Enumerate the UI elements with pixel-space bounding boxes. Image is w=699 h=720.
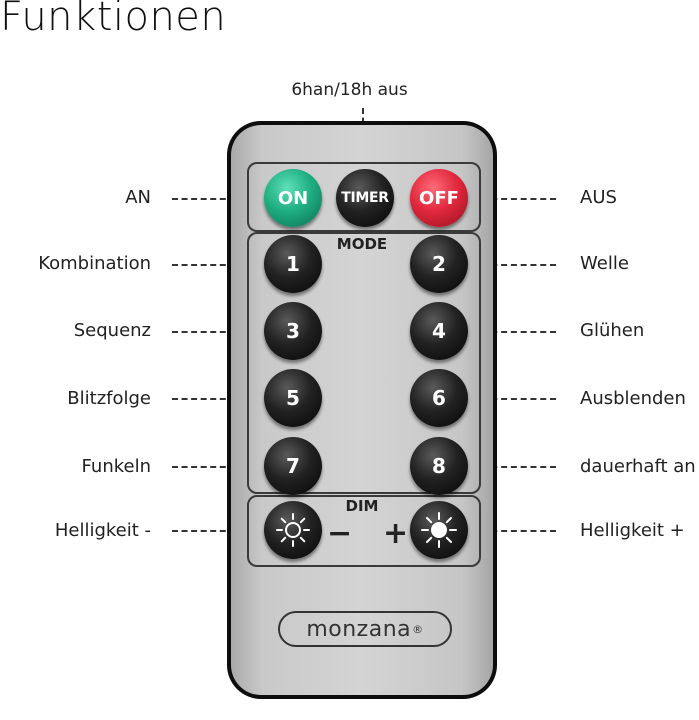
leader-line-kombination <box>172 264 264 266</box>
leader-line-sequenz <box>172 331 264 333</box>
label-ausblenden: Ausblenden <box>580 388 686 409</box>
mode-button-2[interactable]: 2 <box>410 235 468 293</box>
mode-button-3[interactable]: 3 <box>264 302 322 360</box>
mode-button-6[interactable]: 6 <box>410 369 468 427</box>
label-an: AN <box>125 187 151 208</box>
remote-face: MODE DIM ON TIMER OFF 1 2 3 4 5 6 7 8 <box>231 125 493 695</box>
off-button[interactable]: OFF <box>410 169 468 227</box>
timer-button[interactable]: TIMER <box>336 169 394 227</box>
mode-button-7[interactable]: 7 <box>264 437 322 495</box>
dim-minus-sign: − <box>327 516 353 551</box>
label-gluehen: Glühen <box>580 320 645 341</box>
label-aus: AUS <box>580 187 617 208</box>
leader-line-blitzfolge <box>172 398 264 400</box>
label-welle: Welle <box>580 253 629 274</box>
mode-panel <box>247 232 481 494</box>
label-kombination: Kombination <box>38 253 151 274</box>
remote-control: MODE DIM ON TIMER OFF 1 2 3 4 5 6 7 8 <box>227 121 497 699</box>
label-blitzfolge: Blitzfolge <box>67 388 151 409</box>
leader-line-gluehen <box>462 331 556 333</box>
dim-label: DIM <box>345 497 379 515</box>
label-helligkeit-plus: Helligkeit + <box>580 520 685 541</box>
sun-icon <box>421 512 457 548</box>
mode-button-4[interactable]: 4 <box>410 302 468 360</box>
timer-callout-label: 6han/18h aus <box>291 80 408 100</box>
dim-down-button[interactable] <box>264 501 322 559</box>
sun-icon <box>276 513 310 547</box>
leader-line-helligkeit-minus <box>172 530 264 532</box>
leader-line-welle <box>462 264 556 266</box>
dim-panel <box>247 495 481 567</box>
power-panel <box>247 162 481 232</box>
leader-line-an <box>172 198 264 200</box>
leader-line-funkeln <box>172 466 264 468</box>
leader-line-helligkeit-plus <box>462 530 556 532</box>
registered-mark: ® <box>412 622 424 636</box>
label-funkeln: Funkeln <box>81 456 151 477</box>
mode-label: MODE <box>336 235 388 253</box>
page-title: Funktionen <box>0 0 227 40</box>
leader-line-dauerhaft-an <box>462 466 556 468</box>
on-button[interactable]: ON <box>264 169 322 227</box>
leader-line-ausblenden <box>462 398 556 400</box>
label-dauerhaft-an: dauerhaft an <box>580 456 696 477</box>
dim-plus-sign: + <box>383 516 409 551</box>
mode-button-1[interactable]: 1 <box>264 235 322 293</box>
brand-name: monzana <box>306 616 412 642</box>
mode-button-8[interactable]: 8 <box>410 437 468 495</box>
leader-line-aus <box>462 198 556 200</box>
label-helligkeit-minus: Helligkeit - <box>54 520 151 541</box>
dim-up-button[interactable] <box>410 501 468 559</box>
mode-button-5[interactable]: 5 <box>264 369 322 427</box>
brand-logo: monzana® <box>278 611 452 647</box>
label-sequenz: Sequenz <box>73 320 151 341</box>
